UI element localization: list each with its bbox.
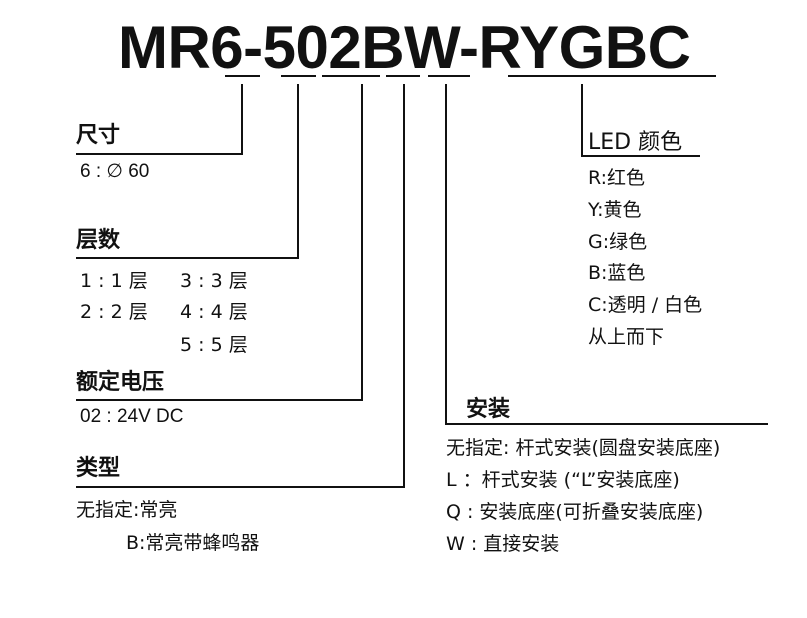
size-value: 6 : ∅ 60 (80, 161, 150, 182)
model-code-title: MR6-502BW-RYGBC (118, 14, 691, 81)
size-heading: 尺寸 (76, 123, 121, 148)
layers-item: 3 : 3 层 (180, 270, 248, 292)
mounting-item: 无指定: 杆式安装(圆盘安装底座) (446, 437, 721, 459)
layers-item: 2 : 2 层 (80, 301, 148, 323)
led-color-heading: LED 颜色 (588, 130, 683, 155)
mounting-item: Q : 安装底座(可折叠安装底座) (446, 501, 704, 523)
type-item: B:常亮带蜂鸣器 (126, 532, 260, 554)
led-color-item: B:蓝色 (588, 262, 646, 284)
mounting-item: L ：杆式安装 (“L”安装底座) (446, 469, 680, 491)
led-color-item: Y:黄色 (588, 199, 642, 221)
led-color-item: C:透明 / 白色 (588, 294, 703, 316)
led-color-item: R:红色 (588, 167, 646, 189)
type-heading: 类型 (76, 456, 121, 481)
mounting-heading: 安装 (466, 397, 511, 422)
layers-item: 4 : 4 层 (180, 301, 248, 323)
layers-item: 1 : 1 层 (80, 270, 148, 292)
led-color-item: 从上而下 (588, 326, 665, 348)
mounting-item: W : 直接安装 (446, 533, 560, 555)
led-color-item: G:绿色 (588, 231, 648, 253)
layers-heading: 层数 (76, 228, 121, 253)
voltage-value: 02 : 24V DC (80, 406, 184, 427)
voltage-heading: 额定电压 (76, 370, 165, 395)
layers-item: 5 : 5 层 (180, 334, 248, 356)
type-item: 无指定:常亮 (76, 499, 178, 521)
